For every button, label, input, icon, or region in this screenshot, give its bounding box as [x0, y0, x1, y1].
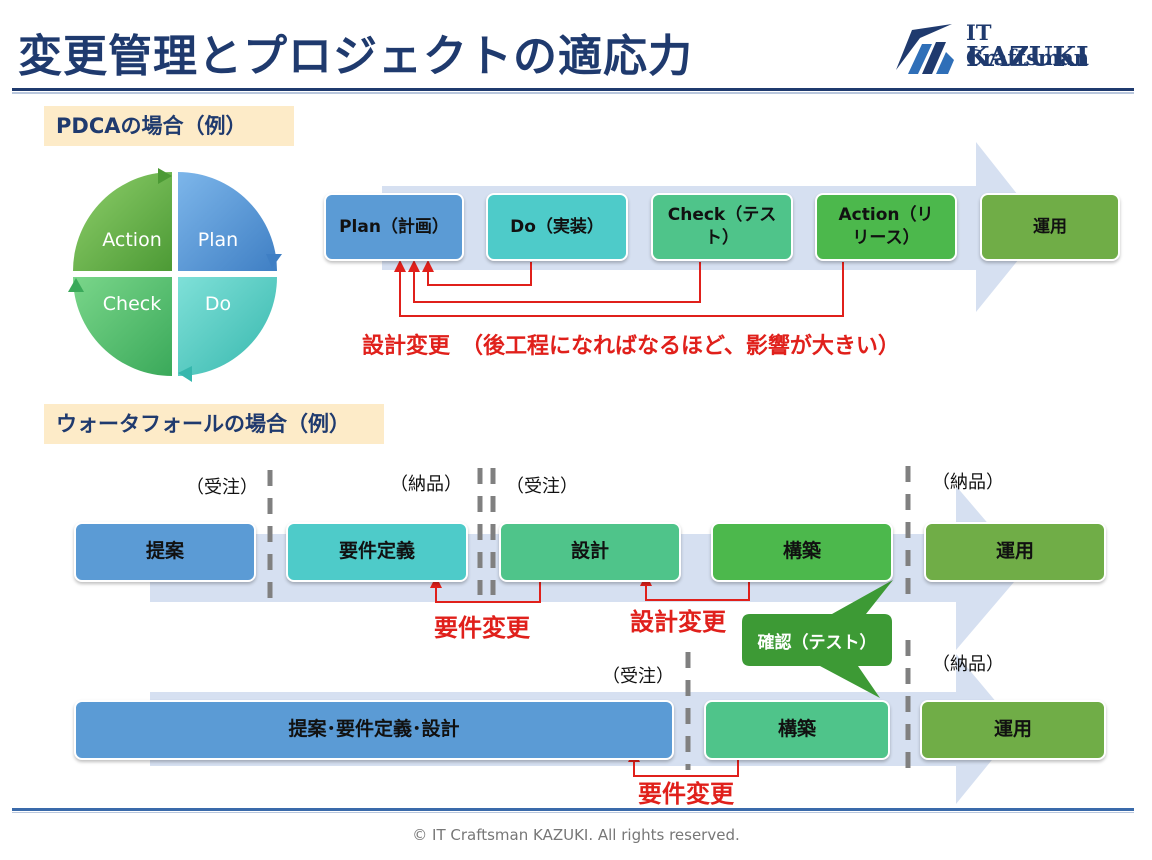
wf-proposal-box: 提案	[74, 522, 256, 582]
delivery-label-1: （納品）	[390, 474, 462, 495]
wf2-build-box: 構築	[704, 700, 890, 760]
header-rule	[12, 88, 1134, 91]
confirm-callout-label: 確認（テスト）	[757, 632, 877, 653]
order-label-3: （受注）	[602, 666, 674, 687]
pdca-change-lines	[399, 262, 844, 317]
wf-operation-box: 運用	[924, 522, 1106, 582]
wf2-combined-box: 提案･要件定義･設計	[74, 700, 674, 760]
cycle-arrow-plan-icon	[266, 254, 282, 268]
flow-do-box: Do（実装）	[486, 193, 628, 261]
wf-requirements-box: 要件定義	[286, 522, 468, 582]
cycle-arrow-check-icon	[68, 278, 84, 292]
logo: IT Craftsman KAZUKI	[892, 20, 1112, 78]
pdca-cycle: Action Plan Check Do	[68, 168, 282, 382]
cycle-check-label: Check	[103, 293, 161, 315]
cycle-check-quadrant	[73, 277, 172, 376]
waterfall-change-lines	[435, 576, 750, 777]
order-label-1: （受注）	[186, 477, 258, 498]
waterfall-section-label: ウォータフォールの場合（例）	[44, 404, 384, 444]
footer-rule-light	[12, 812, 1134, 813]
wf2-operation-box: 運用	[920, 700, 1106, 760]
order-label-2: （受注）	[506, 476, 578, 497]
pdca-change-arrowheads-icon	[394, 260, 434, 272]
flow-action-box: Action（リリース）	[815, 193, 957, 261]
confirm-callout-shape	[742, 580, 893, 698]
delivery-label-2: （納品）	[932, 472, 1004, 493]
pdca-section-label: PDCAの場合（例）	[44, 106, 294, 146]
flow-operation-box: 運用	[980, 193, 1120, 261]
wf-design-change-label: 設計変更	[630, 608, 726, 636]
delivery-label-3: （納品）	[932, 654, 1004, 675]
logo-line1: IT Craftsman	[966, 20, 1090, 70]
logo-mark-icon	[896, 24, 954, 74]
wf-req-change-label-2: 要件変更	[638, 780, 734, 808]
cycle-do-label: Do	[205, 293, 231, 315]
waterfall-phase-separators	[267, 466, 911, 770]
cycle-plan-quadrant	[178, 172, 277, 271]
wf-design-box: 設計	[499, 522, 681, 582]
cycle-arrow-action-icon	[158, 168, 172, 184]
cycle-action-quadrant	[73, 172, 172, 271]
page-title: 変更管理とプロジェクトの適応力	[18, 31, 693, 82]
pdca-change-label: 設計変更 （後工程になればなるほど、影響が大きい）	[362, 334, 900, 359]
wf-build-box: 構築	[711, 522, 893, 582]
cycle-do-quadrant	[178, 277, 277, 376]
flow-plan-box: Plan（計画）	[324, 193, 464, 261]
wf-req-change-label-1: 要件変更	[434, 614, 530, 642]
footer-rule	[12, 808, 1134, 811]
header-rule-light	[12, 92, 1134, 94]
cycle-action-label: Action	[102, 229, 162, 251]
cycle-arrow-do-icon	[178, 366, 192, 382]
logo-line2: KAZUKI	[966, 42, 1089, 73]
cycle-plan-label: Plan	[198, 229, 238, 251]
flow-check-box: Check（テスト）	[651, 193, 793, 261]
copyright: © IT Craftsman KAZUKI. All rights reserv…	[412, 826, 740, 844]
